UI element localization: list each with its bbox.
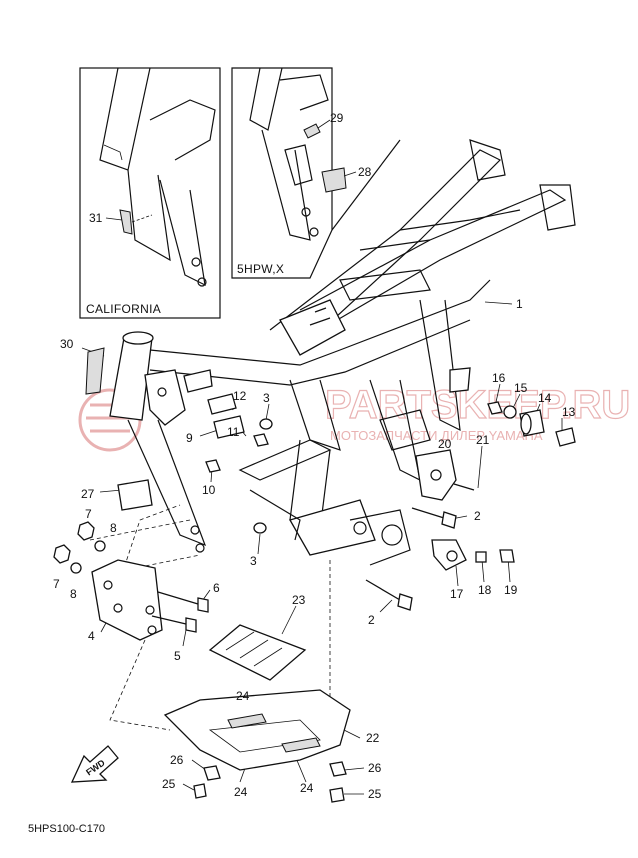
callout-6: 6 (213, 581, 220, 595)
watermark-text: PARTSKEEP.RU (325, 383, 630, 427)
callout-7-upper: 7 (85, 507, 92, 521)
callout-29: 29 (330, 111, 344, 125)
inset-california: 31 CALIFORNIA (79, 67, 221, 319)
callout-27: 27 (81, 487, 95, 501)
callout-19: 19 (504, 583, 518, 597)
callout-10: 10 (202, 483, 216, 497)
callout-17: 17 (450, 587, 464, 601)
callout-24-left: 24 (234, 785, 248, 799)
callout-4: 4 (88, 629, 95, 643)
callout-20: 20 (438, 437, 452, 451)
callout-1: 1 (516, 297, 523, 311)
callout-2-upper: 2 (474, 509, 481, 523)
callout-3-lower: 3 (250, 554, 257, 568)
callout-3-upper: 3 (263, 391, 270, 405)
inset-5hpw-x: 29 28 5HPW,X (231, 67, 401, 279)
callout-8-upper: 8 (110, 521, 117, 535)
callout-9: 9 (186, 431, 193, 445)
callout-16: 16 (492, 371, 506, 385)
callout-15: 15 (514, 381, 528, 395)
callout-21: 21 (476, 433, 490, 447)
callout-25-left: 25 (162, 777, 176, 791)
callout-24-top: 24 (236, 689, 250, 703)
callout-23: 23 (292, 593, 306, 607)
main-frame (109, 139, 576, 566)
callout-5: 5 (174, 649, 181, 663)
callout-11: 11 (227, 425, 240, 439)
leader-lines (81, 301, 563, 795)
callout-26-right: 26 (368, 761, 382, 775)
callout-14: 14 (538, 391, 552, 405)
callout-2-lower: 2 (368, 613, 375, 627)
callout-25-right: 25 (368, 787, 382, 801)
small-parts (53, 347, 576, 803)
diagram-code: 5HPS100-C170 (28, 823, 105, 835)
watermark: PARTSKEEP.RU МОТОЗАПЧАСТИ ДИЛЕР YAMAHA (78, 382, 631, 452)
callouts: 1 2 2 3 3 4 5 6 7 7 8 8 9 10 11 12 13 14… (53, 297, 576, 801)
callout-12: 12 (233, 389, 247, 403)
callout-28: 28 (358, 165, 372, 179)
callout-26-left: 26 (170, 753, 184, 767)
callout-30: 30 (60, 337, 74, 351)
callout-8-lower: 8 (70, 587, 77, 601)
inset-caption-5hpw-x: 5HPW,X (237, 262, 284, 276)
callout-31: 31 (89, 211, 103, 225)
inset-caption-california: CALIFORNIA (86, 302, 161, 316)
callout-13: 13 (562, 405, 576, 419)
callout-18: 18 (478, 583, 492, 597)
watermark-subtext: МОТОЗАПЧАСТИ ДИЛЕР YAMAHA (330, 428, 543, 443)
callout-24-right: 24 (300, 781, 314, 795)
forward-arrow: FWD (70, 745, 119, 783)
callout-22: 22 (366, 731, 380, 745)
callout-7-lower: 7 (53, 577, 60, 591)
